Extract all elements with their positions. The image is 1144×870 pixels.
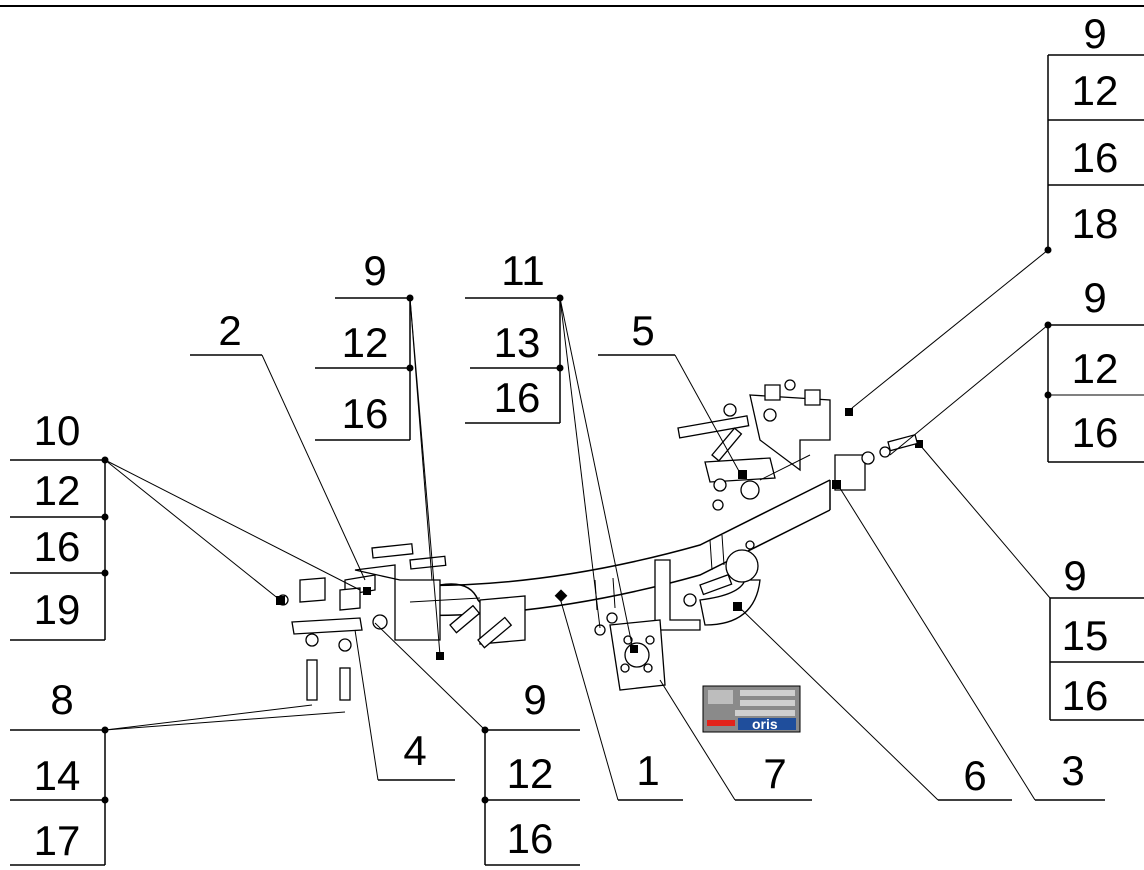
assembly-drawing — [276, 379, 923, 701]
callout-label: 16 — [494, 374, 541, 421]
callout-left-lower: 8 14 17 — [10, 676, 346, 866]
callout-label: 16 — [342, 390, 389, 437]
callout-label: 12 — [507, 750, 554, 797]
callout-label: 9 — [1083, 10, 1106, 57]
plate-brand-text: oris — [752, 716, 778, 732]
callout-label: 2 — [218, 307, 241, 354]
callout-5: 5 — [598, 307, 741, 474]
callout-label: 5 — [631, 307, 654, 354]
callout-7: 7 — [659, 679, 812, 801]
callout-label: 7 — [763, 750, 786, 797]
callout-2: 2 — [190, 307, 366, 581]
callout-label: 12 — [342, 319, 389, 366]
callout-label: 8 — [50, 676, 73, 723]
callout-label: 17 — [34, 817, 81, 864]
callout-9-12-16-lower: 9 12 16 — [374, 622, 580, 866]
callout-label: 16 — [507, 815, 554, 862]
callout-mid-right: 9 12 16 — [889, 274, 1144, 463]
callout-label: 9 — [1063, 552, 1086, 599]
callout-label: 6 — [963, 752, 986, 799]
callout-6: 6 — [739, 607, 1012, 801]
callout-label: 12 — [1072, 345, 1119, 392]
callout-left-upper: 10 12 16 19 — [10, 407, 361, 641]
callout-11-13-16: 11 13 16 — [465, 247, 633, 646]
callout-label: 3 — [1061, 747, 1084, 794]
callout-label: 9 — [363, 247, 386, 294]
callout-label: 4 — [403, 727, 426, 774]
callout-label: 15 — [1062, 612, 1109, 659]
callout-label: 14 — [34, 752, 81, 799]
callout-9-15-16: 9 15 16 — [919, 444, 1144, 721]
callout-label: 12 — [34, 467, 81, 514]
callout-label: 12 — [1072, 67, 1119, 114]
callout-label: 19 — [34, 586, 81, 633]
callout-top-right: 9 12 16 18 — [851, 10, 1144, 409]
callout-label: 1 — [636, 747, 659, 794]
callout-label: 11 — [501, 247, 545, 294]
identification-plate: oris — [702, 685, 801, 733]
callout-label: 9 — [1083, 274, 1106, 321]
callout-label: 10 — [34, 407, 81, 454]
callout-3: 3 — [837, 484, 1105, 801]
callout-label: 9 — [523, 676, 546, 723]
callout-1: 1 — [559, 597, 683, 801]
callout-label: 16 — [1072, 409, 1119, 456]
callout-label: 16 — [34, 523, 81, 570]
callout-label: 18 — [1072, 200, 1119, 247]
callout-label: 16 — [1072, 134, 1119, 181]
callout-label: 13 — [494, 319, 541, 366]
callout-label: 16 — [1062, 672, 1109, 719]
callout-9-12-16-upper: 9 12 16 — [315, 247, 441, 656]
callout-4: 4 — [354, 629, 455, 781]
